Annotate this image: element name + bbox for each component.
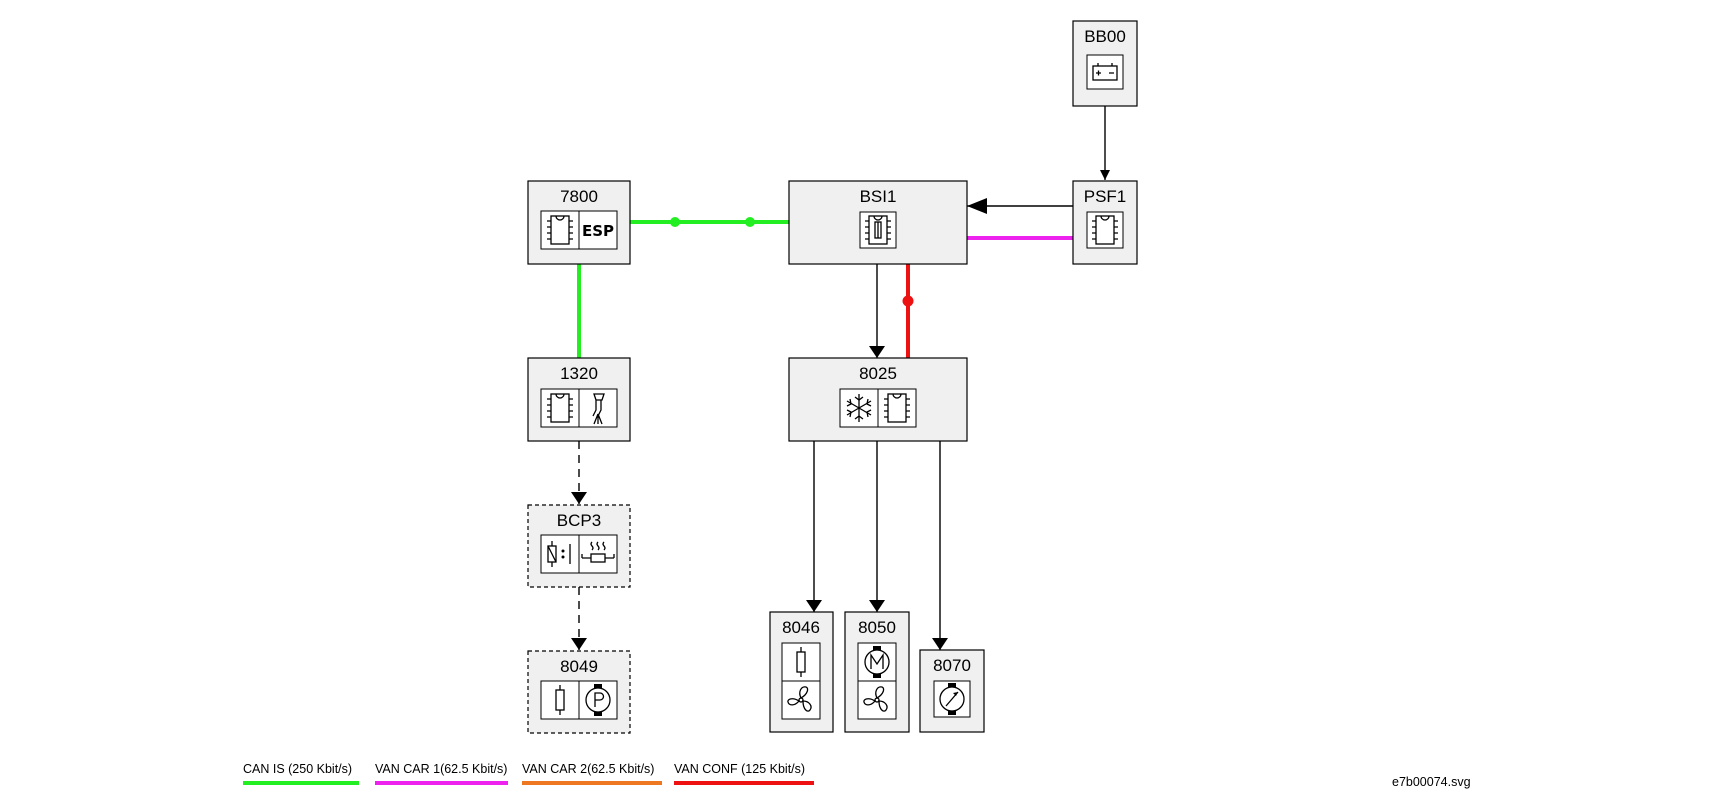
node-8050: 8050 [844,611,910,733]
relay-icon [540,534,580,574]
node-label-bsi1: BSI1 [860,187,897,206]
motor-icon [857,642,897,682]
resistor-icon [540,680,580,720]
legend: CAN IS (250 Kbit/s) VAN CAR 1(62.5 Kbit/… [243,762,814,785]
snowflake-icon [839,388,879,428]
node-8049: 8049 [527,650,631,734]
fan-icon [857,680,897,720]
node-1320: 1320 [527,357,631,442]
chip-icon [540,210,580,250]
chip-fuse-icon [859,211,897,249]
node-bsi1: BSI1 [788,180,968,265]
legend-label: VAN CAR 1(62.5 Kbit/s) [375,762,507,776]
node-label-8049: 8049 [560,657,598,676]
legend-label: CAN IS (250 Kbit/s) [243,762,352,776]
node-label-8025: 8025 [859,364,897,383]
battery-icon [1086,54,1124,90]
node-8046: 8046 [769,611,834,733]
legend-item-van-car-1: VAN CAR 1(62.5 Kbit/s) [375,762,508,785]
legend-label: VAN CONF (125 Kbit/s) [674,762,805,776]
fan-icon [781,680,821,720]
node-label-8070: 8070 [933,656,971,675]
node-label-8050: 8050 [858,618,896,637]
esp-icon-text: ESP [582,222,614,240]
can-is-junction-dot [745,217,755,227]
node-7800: 7800 ESP [527,180,631,265]
can-is-junction-dot [670,217,680,227]
legend-item-can-is: CAN IS (250 Kbit/s) [243,762,359,785]
node-label-psf1: PSF1 [1084,187,1127,206]
legend-item-van-car-2: VAN CAR 2(62.5 Kbit/s) [522,762,662,785]
node-bcp3: BCP3 [527,504,631,588]
node-label-1320: 1320 [560,364,598,383]
legend-item-van-conf: VAN CONF (125 Kbit/s) [674,762,814,785]
legend-label: VAN CAR 2(62.5 Kbit/s) [522,762,654,776]
node-psf1: PSF1 [1072,180,1138,265]
chip-icon [1086,211,1124,249]
gauge-sensor-icon [933,680,971,718]
heater-resistor-icon [578,534,618,574]
node-label-bb00: BB00 [1084,27,1126,46]
node-8070: 8070 [919,649,985,733]
node-label-7800: 7800 [560,187,598,206]
chip-icon [877,388,917,428]
esp-icon: ESP [578,210,618,250]
wires [571,106,1110,650]
node-label-bcp3: BCP3 [557,511,601,530]
node-label-8046: 8046 [782,618,820,637]
resistor-icon [781,642,821,682]
bus-lines [577,217,1073,358]
chip-icon [540,388,580,428]
file-reference: e7b00074.svg [1392,775,1471,789]
node-8025: 8025 [788,357,968,442]
van-conf-junction-dot [902,295,914,307]
pump-motor-icon [578,680,618,720]
node-bb00: BB00 [1072,20,1138,107]
injector-icon [578,388,618,428]
